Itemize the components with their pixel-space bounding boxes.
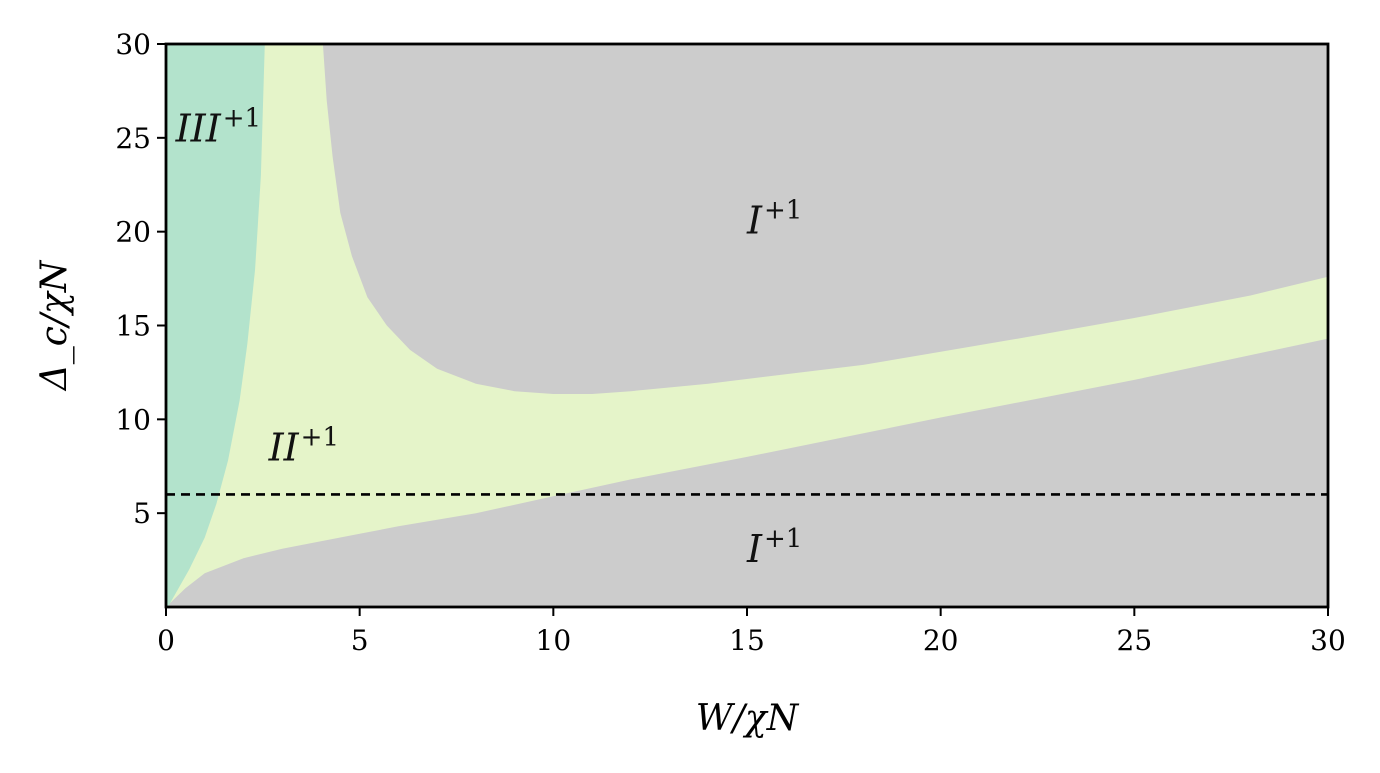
region-label-sup-3: +1 — [764, 524, 802, 554]
y-tick-label-0: 5 — [133, 497, 151, 530]
x-tick-label-0: 0 — [157, 624, 175, 657]
x-axis-label: W/χN — [696, 698, 800, 739]
region-label-main-0: III — [175, 107, 222, 151]
x-tick-label-5: 25 — [1117, 624, 1153, 657]
y-tick-label-5: 30 — [115, 28, 151, 61]
region-label-sup-2: +1 — [301, 423, 339, 453]
region-III-area — [166, 44, 265, 607]
y-tick-label-2: 15 — [115, 310, 151, 343]
x-tick-label-3: 15 — [729, 624, 765, 657]
region-label-1: I+1 — [746, 196, 802, 243]
region-label-sup-0: +1 — [223, 104, 261, 134]
x-tick-label-6: 30 — [1310, 624, 1346, 657]
region-label-2: II+1 — [268, 423, 339, 470]
region-label-main-1: I — [746, 199, 763, 243]
y-tick-label-3: 20 — [115, 216, 151, 249]
region-label-sup-1: +1 — [764, 196, 802, 226]
x-tick-label-4: 20 — [923, 624, 959, 657]
y-tick-label-1: 10 — [115, 403, 151, 436]
y-tick-label-4: 25 — [115, 122, 151, 155]
region-label-0: III+1 — [175, 104, 261, 151]
region-label-3: I+1 — [746, 524, 802, 571]
x-tick-label-2: 10 — [536, 624, 572, 657]
region-II-area — [166, 44, 1328, 607]
region-label-main-2: II — [268, 426, 300, 470]
region-label-main-3: I — [746, 527, 763, 571]
y-axis-label: Δ_c/χN — [34, 259, 75, 392]
x-tick-label-1: 5 — [351, 624, 369, 657]
